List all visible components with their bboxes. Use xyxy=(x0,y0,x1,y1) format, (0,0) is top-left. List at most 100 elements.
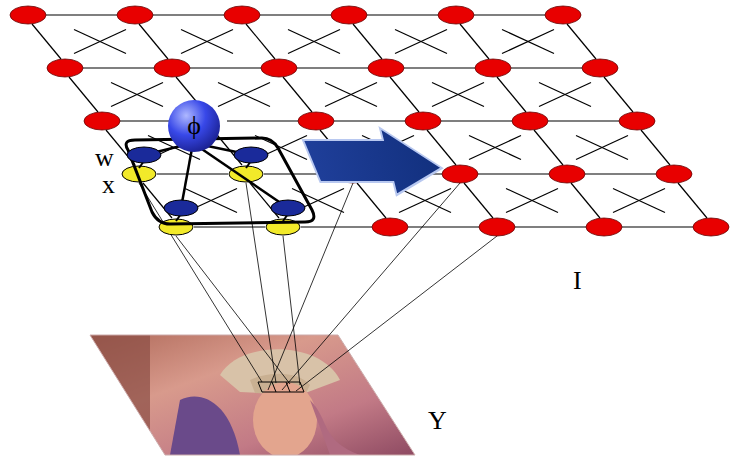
lattice-edge xyxy=(408,226,479,227)
lattice-edge xyxy=(139,24,168,59)
lattice-edge xyxy=(32,24,61,59)
lattice-unit xyxy=(656,165,692,183)
lattice-cross xyxy=(399,189,451,213)
big-arrow xyxy=(300,128,449,195)
lattice-cross xyxy=(469,136,521,160)
lattice-unit xyxy=(47,59,83,77)
lattice-edge xyxy=(678,183,707,218)
lattice-edge xyxy=(427,130,456,165)
lattice-unit xyxy=(154,59,190,77)
lattice-edge xyxy=(460,24,489,59)
lattice-cross xyxy=(111,83,163,107)
lattice-cross xyxy=(325,83,377,107)
lattice-cross xyxy=(469,136,521,160)
input-unit xyxy=(159,219,193,235)
lattice-edge xyxy=(641,130,670,165)
lattice-unit xyxy=(298,112,334,130)
lattice-unit xyxy=(368,59,404,77)
lattice-edge xyxy=(585,173,656,174)
lattice-unit xyxy=(619,112,655,130)
lattice-edge xyxy=(246,24,275,59)
lattice-cross xyxy=(395,30,447,54)
lattice-cross xyxy=(399,189,451,213)
lattice-edge xyxy=(153,14,224,15)
lattice-unit xyxy=(10,6,46,24)
lattice-edge xyxy=(157,173,228,174)
lattice-cross xyxy=(576,136,628,160)
lattice-edge xyxy=(511,67,582,68)
weight-link xyxy=(181,143,193,208)
lattice-edge xyxy=(464,183,493,218)
lattice-edge xyxy=(367,14,438,15)
lattice-edge xyxy=(297,67,368,68)
lattice-edge xyxy=(46,14,117,15)
projection-line xyxy=(282,183,460,390)
lattice-edge xyxy=(441,120,512,121)
lattice-cross xyxy=(181,30,233,54)
weight-label: w xyxy=(95,145,114,171)
lattice-edge xyxy=(334,120,405,121)
lattice-unit xyxy=(479,218,515,236)
receptive-field-outline xyxy=(126,138,314,224)
lattice-unit xyxy=(224,6,260,24)
lattice-unit xyxy=(693,218,729,236)
lattice-edge xyxy=(190,67,261,68)
lattice-edge xyxy=(497,77,526,112)
lattice-edge xyxy=(622,226,693,227)
weight-unit xyxy=(127,147,161,163)
weight-unit xyxy=(271,200,305,216)
lattice-cross xyxy=(502,30,554,54)
lattice-cross xyxy=(288,30,340,54)
lattice-edge xyxy=(260,14,331,15)
lattice-unit xyxy=(442,165,478,183)
lattice-edge xyxy=(567,24,596,59)
lattice-unit xyxy=(582,59,618,77)
lattice-unit xyxy=(438,6,474,24)
weight-unit xyxy=(164,200,198,216)
lattice-edge xyxy=(390,77,419,112)
lattice-edge xyxy=(604,77,633,112)
lattice-cross xyxy=(539,83,591,107)
lattice-unit xyxy=(475,59,511,77)
lattice-cross xyxy=(613,189,665,213)
lattice-edge xyxy=(548,120,619,121)
lattice-cross xyxy=(74,30,126,54)
lattice-cross xyxy=(218,83,270,107)
lattice-unit xyxy=(261,59,297,77)
lattice-cross xyxy=(218,83,270,107)
projection-line xyxy=(296,236,497,391)
weight-link xyxy=(193,143,288,208)
lattice-edge xyxy=(301,226,372,227)
lattice-cross xyxy=(325,83,377,107)
lattice-edge xyxy=(474,14,545,15)
lattice-edge xyxy=(69,77,98,112)
lattice-edge xyxy=(353,24,382,59)
lattice-edge xyxy=(357,183,386,218)
lattice-cross xyxy=(432,83,484,107)
lattice-unit xyxy=(549,165,585,183)
sphere-fill xyxy=(168,100,220,152)
lattice-unit xyxy=(512,112,548,130)
lattice-unit xyxy=(586,218,622,236)
layer-label: I xyxy=(573,268,582,294)
lattice-cross xyxy=(432,83,484,107)
lattice-cross xyxy=(506,189,558,213)
lattice-cross xyxy=(181,30,233,54)
input-label: x xyxy=(102,172,115,198)
lattice-cross xyxy=(111,83,163,107)
lattice-cross xyxy=(613,189,665,213)
lattice-cross xyxy=(74,30,126,54)
lattice-unit xyxy=(405,112,441,130)
lattice-edge xyxy=(283,77,312,112)
lattice-unit xyxy=(84,112,120,130)
lattice-edge xyxy=(534,130,563,165)
lattice-cross xyxy=(576,136,628,160)
projection-line xyxy=(268,183,353,390)
lattice-edge xyxy=(194,226,265,227)
lattice-edge xyxy=(571,183,600,218)
photo xyxy=(90,335,415,458)
lattice-unit xyxy=(545,6,581,24)
projection-line xyxy=(139,183,262,382)
